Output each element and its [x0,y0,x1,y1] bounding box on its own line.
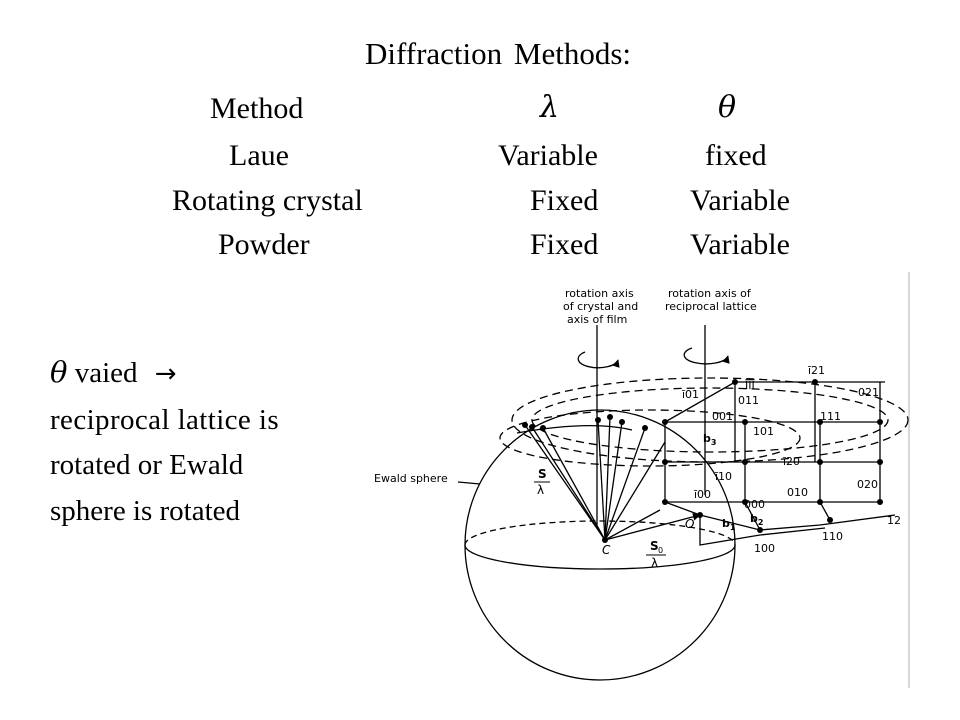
note-line-2: reciprocal lattice is [50,403,280,436]
s-denominator: λ [537,483,544,497]
ray [604,509,661,541]
lattice-label-111b: ĪĪĪ [745,379,755,392]
lattice-label-110b: ī10 [714,470,732,483]
row-rotating-lambda: Fixed [530,184,599,217]
lattice-label-121: ī21 [807,364,825,377]
ray [542,427,606,541]
lattice-line [664,381,885,423]
axis-crystal-label-3: axis of film [567,313,627,326]
s0-vector [604,513,701,541]
lattice-label-110: 110 [822,530,843,543]
lattice-label-12: 12 [887,514,901,527]
ray [524,424,606,541]
row-rotating-theta: Variable [690,184,790,217]
ray [604,416,611,541]
ray [604,427,646,541]
row-laue-theta: fixed [705,139,767,172]
lattice-label-021: 021 [858,386,879,399]
s0-subscript: 0 [658,546,663,555]
sphere-equator-back [464,520,736,546]
arrow-icon: → [154,359,177,389]
point-o-label: O [685,517,694,531]
b3-label: b3 [703,432,716,447]
note-line-4: sphere is rotated [50,494,241,527]
rotation-ellipse-1 [499,409,801,467]
explanation-note: θ vaied → reciprocal lattice is rotated … [50,350,350,534]
row-laue-method: Laue [229,139,289,172]
point-c-label: C [602,543,611,557]
s0-numerator: S [650,539,659,553]
rotation-ellipse-2 [511,377,909,463]
ray [597,419,606,541]
axis-reciprocal-label-2: reciprocal lattice [665,300,757,313]
header-lambda: λ [540,90,560,125]
ray [531,426,606,541]
note-theta-symbol: θ [50,355,68,389]
lattice-label-101: 101 [753,425,774,438]
rotation-arrow-crystal-icon [577,351,620,369]
row-powder-method: Powder [218,228,310,261]
lattice-line [664,501,831,531]
lattice-line [699,515,826,546]
lattice-line [734,382,816,462]
lattice-label-020: 020 [857,478,878,491]
row-powder-lambda: Fixed [530,228,599,261]
lattice-label-111: 111 [820,410,841,423]
lattice-label-000: 000 [744,498,765,511]
lattice-line [699,514,896,531]
ray [604,441,666,541]
lattice-label-100b: ī00 [693,488,711,501]
sphere-equator-front [464,544,736,570]
note-line-3: rotated or Ewald [50,449,244,481]
lattice-label-010: 010 [787,486,808,499]
lattice-label-100: 100 [754,542,775,555]
ewald-sphere-diagram: rotation axis of crystal and axis of fil… [374,272,910,688]
lattice-label-001: 001 [712,410,733,423]
header-theta: θ [718,90,737,125]
lattice-label-120b: ī20 [782,455,800,468]
lattice-points [522,379,883,543]
header-method: Method [210,92,304,125]
lattice-label-011: 011 [738,394,759,407]
note-line-1: θ vaied → [50,350,350,398]
rotation-arrow-reciprocal-icon [683,347,730,365]
b1-label: b1 [722,517,736,532]
row-powder-theta: Variable [690,228,790,261]
row-rotating-method: Rotating crystal [172,184,363,217]
s0-denominator: λ [651,556,658,570]
note-line-1-text: vaied [74,357,138,389]
axis-crystal-label-1: rotation axis [565,287,634,300]
page-title: Diffraction Methods: [364,36,632,71]
ewald-leader [457,481,481,485]
row-laue-lambda: Variable [498,139,598,172]
rotation-ellipse-3 [531,387,889,453]
axis-crystal-label-2: of crystal and [563,300,638,313]
ewald-sphere-label: Ewald sphere [374,472,448,485]
axis-reciprocal-label-1: rotation axis of [668,287,752,300]
sphere-upper-arc [516,425,633,434]
ray [604,421,623,541]
lattice-label-101b: ī01 [681,388,699,401]
s-numerator: S [538,467,547,481]
b2-label: b2 [750,512,763,527]
